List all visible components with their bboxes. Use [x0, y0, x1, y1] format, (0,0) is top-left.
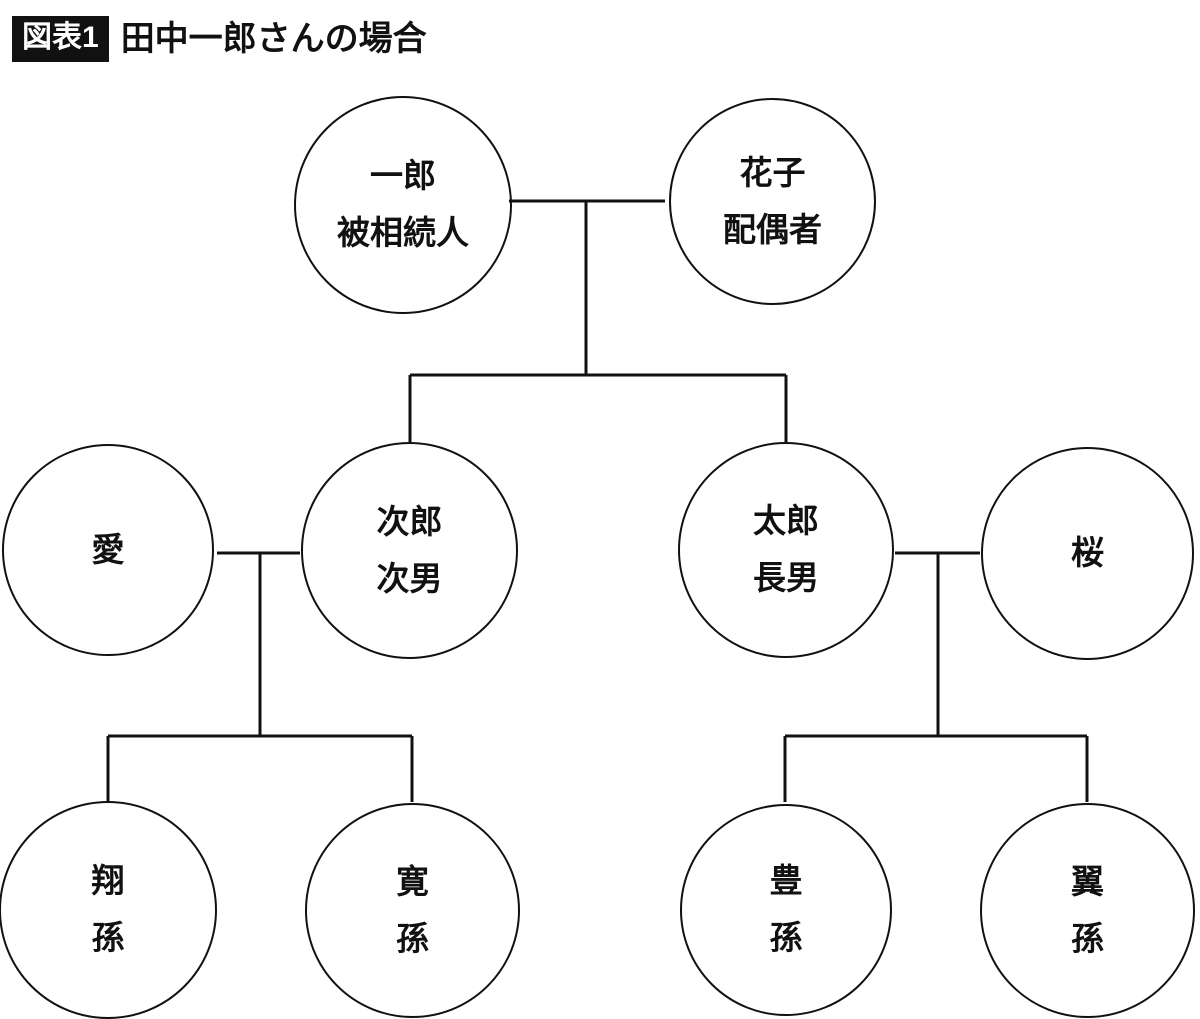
- person-node-jiro[interactable]: 次郎 次男: [301, 442, 518, 659]
- person-role-taro: 長男: [753, 559, 819, 596]
- person-role-jiro: 次男: [376, 559, 443, 597]
- person-node-yutaka[interactable]: 豊 孫: [680, 804, 892, 1016]
- person-name-ai: 愛: [91, 530, 125, 568]
- person-name-ichiro: 一郎: [370, 157, 436, 195]
- person-name-yutaka: 豊: [769, 862, 803, 900]
- person-name-hanako: 花子: [739, 153, 806, 191]
- figure-number-badge: 図表1: [12, 16, 109, 62]
- person-name-taro: 太郎: [753, 502, 819, 540]
- person-node-sakura[interactable]: 桜: [981, 447, 1194, 660]
- figure-title-bar: 図表1 田中一郎さんの場合: [0, 8, 1200, 70]
- person-node-ichiro[interactable]: 一郎 被相続人: [294, 96, 512, 314]
- person-name-sakura: 桜: [1071, 534, 1104, 572]
- person-node-sho[interactable]: 翔 孫: [0, 801, 217, 1019]
- person-role-hanako: 配偶者: [723, 210, 822, 248]
- person-node-hiroshi[interactable]: 寛 孫: [305, 803, 520, 1018]
- person-node-ai[interactable]: 愛: [2, 444, 214, 656]
- person-role-tsubasa: 孫: [1071, 919, 1104, 957]
- person-role-yutaka: 孫: [769, 919, 803, 956]
- person-name-sho: 翔: [91, 862, 125, 900]
- figure-title-text: 田中一郎さんの場合: [120, 20, 427, 58]
- person-role-ichiro: 被相続人: [337, 214, 469, 251]
- person-name-jiro: 次郎: [376, 502, 443, 540]
- person-name-hiroshi: 寛: [396, 862, 429, 900]
- person-node-tsubasa[interactable]: 翼 孫: [980, 803, 1195, 1018]
- person-node-hanako[interactable]: 花子 配偶者: [669, 98, 876, 305]
- person-name-tsubasa: 翼: [1071, 862, 1104, 900]
- person-role-hiroshi: 孫: [396, 919, 429, 957]
- person-node-taro[interactable]: 太郎 長男: [678, 442, 894, 658]
- person-role-sho: 孫: [91, 919, 125, 956]
